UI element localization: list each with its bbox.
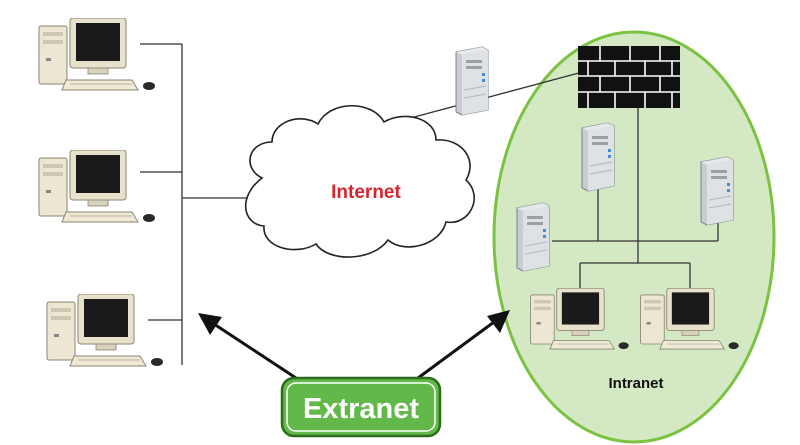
- left-network-wiring: [140, 43, 248, 365]
- server-tower-icon: [581, 122, 615, 192]
- extranet-label: Extranet: [303, 393, 419, 425]
- intranet-label: Intranet: [608, 375, 663, 392]
- server-tower-icon: [700, 156, 734, 226]
- desktop-computer-icon: [46, 294, 164, 367]
- extranet-arrows: [198, 310, 510, 380]
- internet-server-link: [387, 69, 591, 125]
- internet-label: Internet: [331, 182, 401, 203]
- desktop-computer-icon: [38, 18, 156, 91]
- firewall-brick-wall-icon: [578, 46, 680, 108]
- intranet-wiring: [552, 80, 719, 290]
- intranet-region: [492, 30, 776, 444]
- server-tower-icon: [516, 202, 550, 272]
- server-tower-icon: [455, 46, 489, 116]
- extranet-badge: [280, 376, 442, 438]
- desktop-computer-icon: [38, 150, 156, 223]
- cloud-icon: [244, 104, 475, 258]
